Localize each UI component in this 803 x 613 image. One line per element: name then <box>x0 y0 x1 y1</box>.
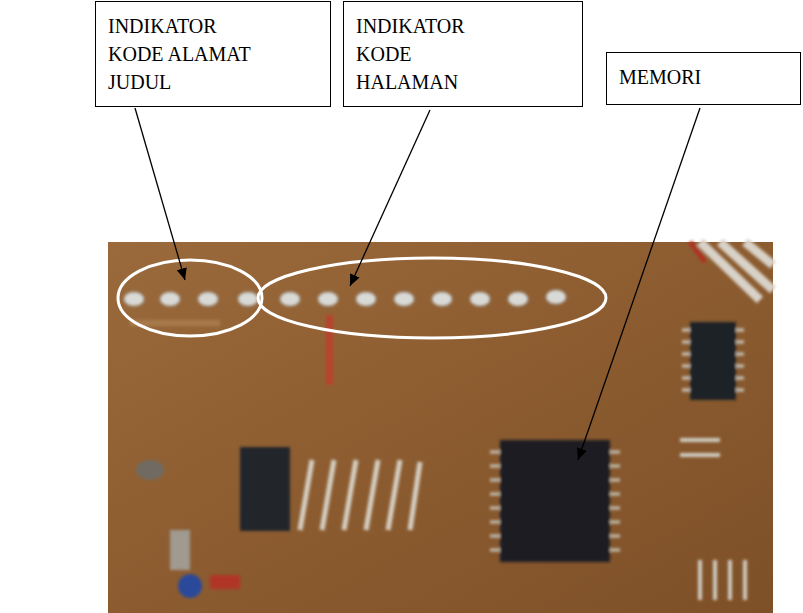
callout-text: INDIKATOR KODE HALAMAN <box>356 12 491 96</box>
callout-text: MEMORI <box>619 63 788 91</box>
callout-box: MEMORI <box>606 52 801 105</box>
leader-line <box>135 108 185 280</box>
callout-box: INDIKATOR KODE ALAMAT JUDUL <box>95 1 331 107</box>
callout-text: INDIKATOR KODE ALAMAT JUDUL <box>108 12 268 96</box>
leader-line <box>578 108 700 460</box>
callout-box: INDIKATOR KODE HALAMAN <box>343 1 583 107</box>
leader-line <box>350 110 430 286</box>
